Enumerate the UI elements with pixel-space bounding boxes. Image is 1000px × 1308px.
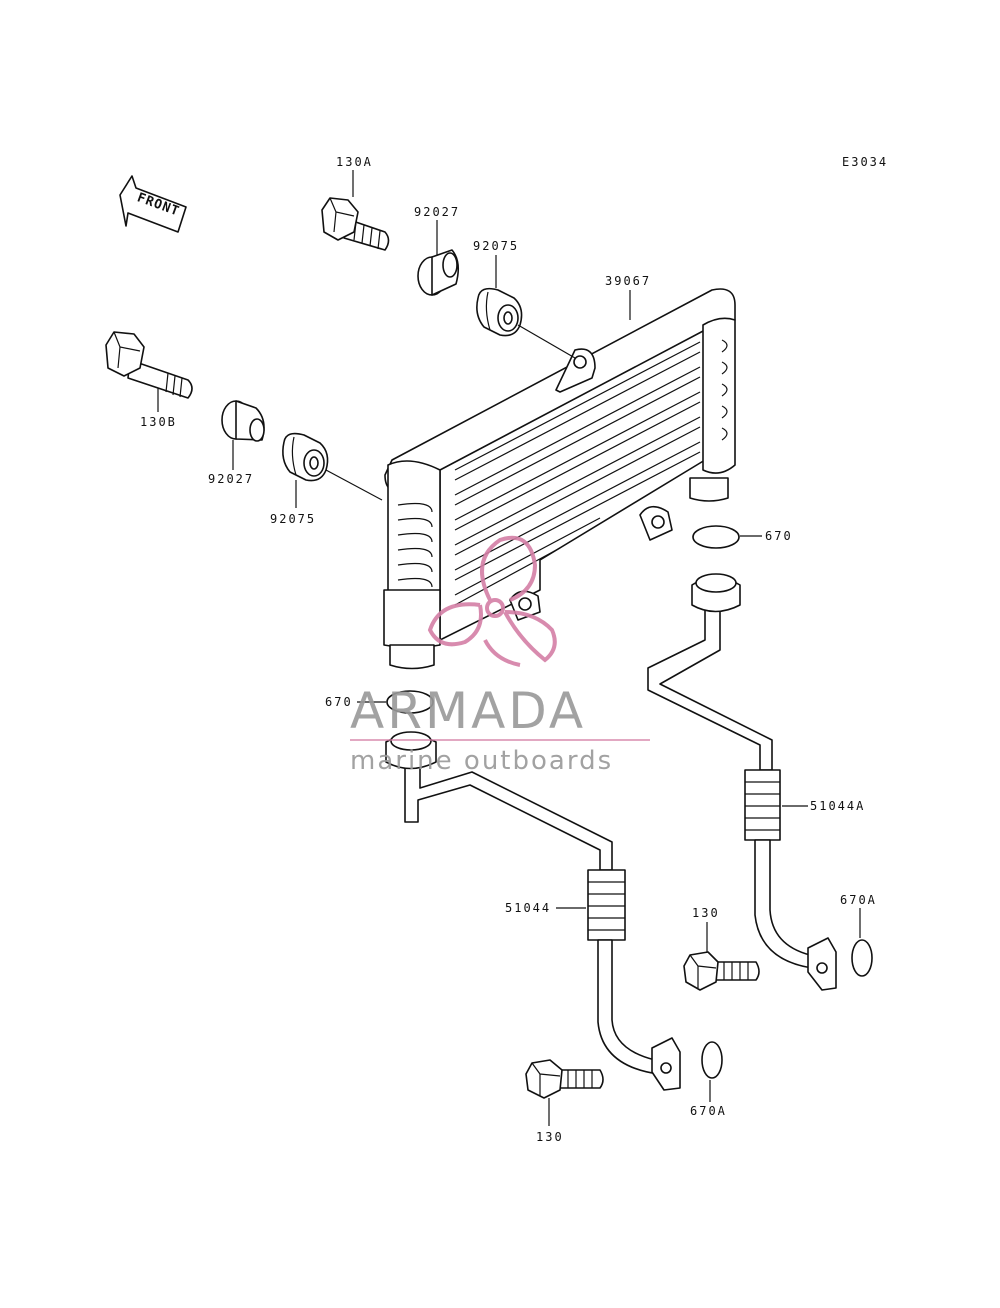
label-670-left: 670 — [325, 695, 353, 709]
label-92075-left: 92075 — [270, 512, 316, 526]
oil-pipe-51044 — [385, 731, 681, 1091]
o-ring-670-left — [386, 690, 434, 714]
label-670-right: 670 — [765, 529, 793, 543]
cooler-fins — [454, 341, 701, 606]
bolt-130A — [321, 197, 390, 251]
label-130B: 130B — [140, 415, 177, 429]
bolt-130B — [105, 331, 193, 399]
diagram-code: E3034 — [842, 155, 888, 169]
label-92075-top: 92075 — [473, 239, 519, 253]
bolt-130-bottom — [525, 1059, 604, 1099]
armada-watermark: ARMADA marine outboards — [350, 535, 650, 776]
watermark-brand: ARMADA — [350, 682, 586, 740]
collar-92027-top — [417, 249, 460, 296]
watermark-tagline: marine outboards — [350, 746, 613, 776]
bolt-130-right — [683, 951, 760, 991]
label-130-right: 130 — [692, 906, 720, 920]
label-92027-left: 92027 — [208, 472, 254, 486]
label-39067: 39067 — [605, 274, 651, 288]
collar-92027-left — [221, 400, 265, 442]
o-ring-670A-right — [851, 939, 873, 977]
oil-cooler-core — [383, 288, 736, 670]
label-670A-bottom: 670A — [690, 1104, 727, 1118]
label-670A-right: 670A — [840, 893, 877, 907]
label-51044: 51044 — [505, 901, 551, 915]
label-130-bottom: 130 — [536, 1130, 564, 1144]
label-130A: 130A — [336, 155, 373, 169]
label-92027-top: 92027 — [414, 205, 460, 219]
o-ring-670-right — [692, 525, 740, 549]
front-arrow-icon: FRONT — [119, 175, 187, 233]
grommet-92075-left — [282, 432, 329, 482]
oil-pipe-51044A — [647, 573, 837, 991]
grommet-92075-top — [476, 287, 523, 337]
label-51044A: 51044A — [810, 799, 865, 813]
o-ring-670A-bottom — [701, 1041, 723, 1079]
propeller-logo-icon — [427, 535, 557, 667]
